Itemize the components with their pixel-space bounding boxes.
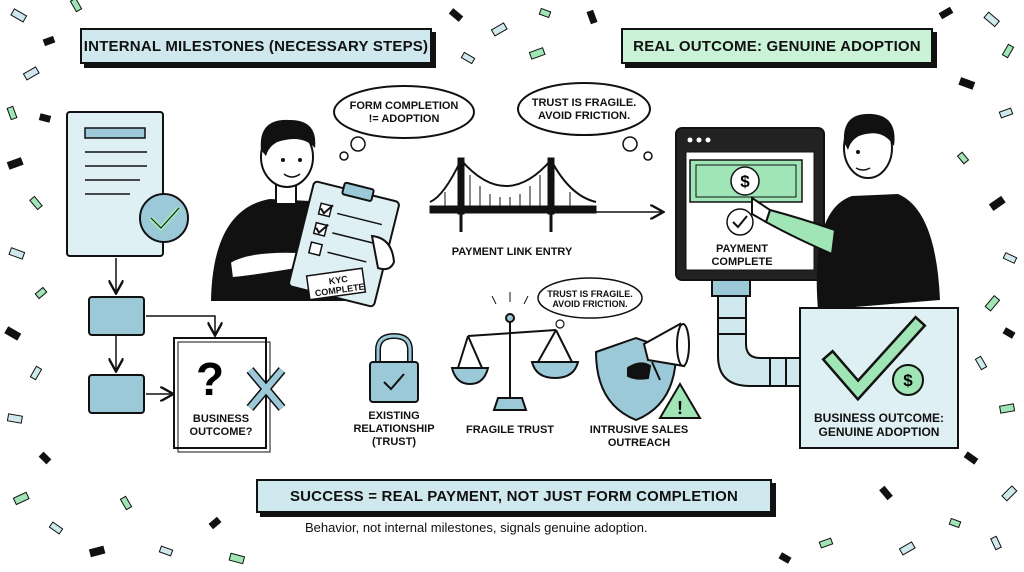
- form-document: [66, 111, 164, 257]
- internal-milestones-banner: INTERNAL MILESTONES (NECESSARY STEPS): [80, 28, 432, 64]
- unknown-outcome-label: BUSINESS OUTCOME?: [176, 413, 266, 439]
- lock-icon: [369, 332, 419, 403]
- relationship-line-2: RELATIONSHIP: [353, 423, 435, 435]
- trust-small-line-2: AVOID FRICTION.: [552, 299, 628, 309]
- payment-line-1: PAYMENT: [716, 243, 768, 255]
- clipboard: [288, 180, 400, 308]
- thought-bubble-form: [333, 85, 475, 161]
- payment-check-icon: [726, 208, 754, 236]
- megaphone-icon: [627, 322, 690, 381]
- payment-complete-label: PAYMENT COMPLETE: [692, 243, 792, 269]
- trust-bubble-line-2: AVOID FRICTION.: [537, 110, 631, 122]
- cross-icon: [246, 367, 286, 411]
- trust-bubble-line-1: TRUST IS FRAGILE.: [531, 97, 637, 109]
- intrusive-line-1: INTRUSIVE SALES: [589, 424, 689, 436]
- relationship-line-3: (TRUST): [372, 436, 416, 448]
- balance-scale-icon: [450, 292, 580, 411]
- trust-small-bubble-text: TRUST IS FRAGILE. AVOID FRICTION.: [540, 289, 640, 309]
- payment-link-bridge: [429, 157, 662, 232]
- svg-text:$: $: [740, 172, 750, 191]
- relationship-line-1: EXISTING: [368, 410, 420, 422]
- svg-text:$: $: [903, 371, 913, 390]
- person-paying: [751, 113, 940, 310]
- form-bubble-text: FORM COMPLETION != ADOPTION: [344, 100, 464, 126]
- tagline: Behavior, not internal milestones, signa…: [305, 520, 648, 535]
- check-badge-icon: [139, 193, 189, 243]
- thought-bubble-trust: [517, 82, 653, 161]
- fragile-trust-label: FRAGILE TRUST: [466, 424, 554, 436]
- intrusive-line-2: OUTREACH: [607, 437, 671, 449]
- pointing-hand: [370, 234, 396, 271]
- genuine-adoption-box: $: [799, 307, 959, 449]
- flow-step-box: [88, 374, 145, 414]
- flow-step-box: [88, 296, 145, 336]
- thought-bubble-trust-small: [537, 277, 643, 329]
- form-bubble-line-1: FORM COMPLETION: [349, 100, 459, 112]
- question-mark-icon: ?: [196, 353, 224, 405]
- warning-icon: !: [658, 382, 702, 419]
- real-outcome-banner: REAL OUTCOME: GENUINE ADOPTION: [621, 28, 933, 64]
- confetti-decoration: [4, 0, 1018, 565]
- form-bubble-line-2: != ADOPTION: [368, 113, 440, 125]
- dollar-bill-icon: $: [689, 159, 803, 203]
- bridge-label: PAYMENT LINK ENTRY: [451, 246, 573, 258]
- unknown-outcome-line-2: OUTCOME?: [189, 426, 253, 438]
- trust-small-line-1: TRUST IS FRAGILE.: [547, 289, 633, 299]
- unknown-outcome-line-1: BUSINESS: [192, 413, 250, 425]
- success-banner: SUCCESS = REAL PAYMENT, NOT JUST FORM CO…: [256, 479, 772, 513]
- connecting-pipe: [711, 279, 801, 387]
- intrusive-sales-label: INTRUSIVE SALES OUTREACH: [584, 424, 694, 450]
- genuine-adoption-label: BUSINESS OUTCOME: GENUINE ADOPTION: [802, 411, 956, 439]
- trust-bubble-text: TRUST IS FRAGILE. AVOID FRICTION.: [524, 97, 644, 123]
- svg-text:!: !: [677, 398, 683, 418]
- flow-connectors: [116, 258, 215, 394]
- outcome-line-1: BUSINESS OUTCOME:: [813, 411, 944, 425]
- existing-relationship-label: EXISTING RELATIONSHIP (TRUST): [344, 410, 444, 449]
- payment-line-2: COMPLETE: [711, 256, 773, 268]
- outcome-line-2: GENUINE ADOPTION: [818, 425, 940, 439]
